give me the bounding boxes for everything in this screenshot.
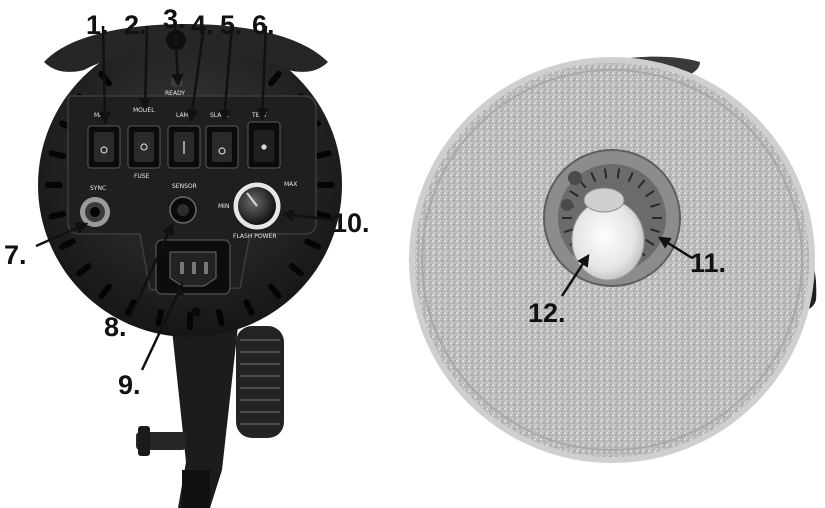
vent-slot bbox=[155, 308, 165, 327]
stand-pole bbox=[182, 470, 210, 508]
tube-tick bbox=[563, 228, 574, 234]
power-socket[interactable] bbox=[155, 239, 231, 295]
ventilation-slots bbox=[45, 70, 335, 330]
sound-switch[interactable] bbox=[167, 125, 201, 169]
vent-slot bbox=[317, 182, 335, 188]
switch-label-model: MODEL bbox=[133, 107, 155, 114]
tube-tick bbox=[569, 190, 579, 198]
flash-unit-rear: READY MAIN MODEL LAMP SLAVE TEST bbox=[38, 24, 342, 508]
reflector-front bbox=[409, 56, 817, 463]
callout-8: 8. bbox=[104, 312, 127, 342]
switch-label-lamp: LAMP bbox=[176, 112, 193, 119]
vent-slot bbox=[187, 312, 193, 330]
switch-label-test: TEST bbox=[251, 112, 267, 119]
callout-3: 3. bbox=[163, 4, 186, 34]
switch-label-main: MAIN bbox=[94, 112, 110, 119]
vent-slot bbox=[59, 238, 76, 250]
test-dot-icon bbox=[261, 144, 267, 150]
sync-jack[interactable] bbox=[80, 197, 110, 227]
panel-screw bbox=[191, 307, 201, 317]
carry-handle bbox=[44, 24, 328, 72]
callout-labels: 1. 2. 3. 4. 5. 6. 7. 8. 9. 10. 11. 12. bbox=[4, 4, 726, 400]
stand-arm bbox=[172, 326, 238, 508]
switch-label-slave: SLAVE bbox=[210, 112, 229, 119]
tilt-knob bbox=[236, 326, 284, 438]
tube-tick bbox=[616, 168, 621, 179]
main-switch[interactable] bbox=[87, 125, 121, 169]
callout-10: 10. bbox=[332, 208, 370, 238]
vent-slot bbox=[268, 70, 282, 87]
switch-symbol-icon bbox=[100, 146, 108, 154]
tube-tick bbox=[637, 179, 646, 189]
vent-slot bbox=[45, 182, 63, 188]
vent-slot bbox=[243, 299, 255, 316]
vent-slot bbox=[215, 308, 225, 327]
model-lamp-switch[interactable] bbox=[127, 125, 161, 169]
flash-power-knob[interactable] bbox=[232, 181, 282, 231]
ready-label: READY bbox=[165, 90, 185, 97]
vent-slot bbox=[48, 210, 67, 220]
callout-7: 7. bbox=[4, 240, 27, 270]
tube-tick bbox=[650, 202, 661, 208]
vent-slot bbox=[304, 238, 321, 250]
vent-slot bbox=[313, 210, 332, 220]
switch-symbol-icon bbox=[140, 143, 148, 151]
callout-4: 4. bbox=[191, 10, 214, 40]
fuse-label: FUSE bbox=[134, 173, 150, 180]
callout-2: 2. bbox=[124, 10, 147, 40]
knob-min-label: MIN bbox=[218, 203, 229, 210]
slave-switch[interactable] bbox=[205, 125, 239, 169]
vent-slot bbox=[98, 283, 112, 300]
sensor-label: SENSOR bbox=[172, 183, 197, 190]
tube-tick bbox=[603, 168, 608, 179]
knob-label: FLASH POWER bbox=[233, 233, 277, 240]
callout-9: 9. bbox=[118, 370, 141, 400]
tube-tick bbox=[645, 238, 655, 246]
slave-sensor bbox=[169, 196, 197, 224]
tube-tick bbox=[627, 172, 634, 183]
sync-label: SYNC bbox=[90, 185, 106, 192]
vent-slot bbox=[313, 150, 332, 160]
tube-tick bbox=[590, 172, 597, 183]
vent-slot bbox=[288, 263, 305, 277]
vent-slot bbox=[268, 283, 282, 300]
callout-1: 1. bbox=[86, 10, 109, 40]
knob-max-label: MAX bbox=[284, 181, 297, 188]
callout-6: 6. bbox=[252, 10, 275, 40]
vent-slot bbox=[48, 150, 67, 160]
vent-slot bbox=[75, 263, 92, 277]
callout-5: 5. bbox=[220, 10, 243, 40]
callout-11: 11. bbox=[690, 248, 726, 278]
test-button[interactable] bbox=[247, 121, 281, 169]
leader-lines bbox=[35, 25, 693, 371]
vent-slot bbox=[125, 299, 137, 316]
switch-symbol-icon bbox=[218, 147, 226, 155]
callout-12: 12. bbox=[528, 298, 566, 328]
tube-tick bbox=[645, 190, 655, 198]
tube-tick bbox=[650, 228, 661, 234]
